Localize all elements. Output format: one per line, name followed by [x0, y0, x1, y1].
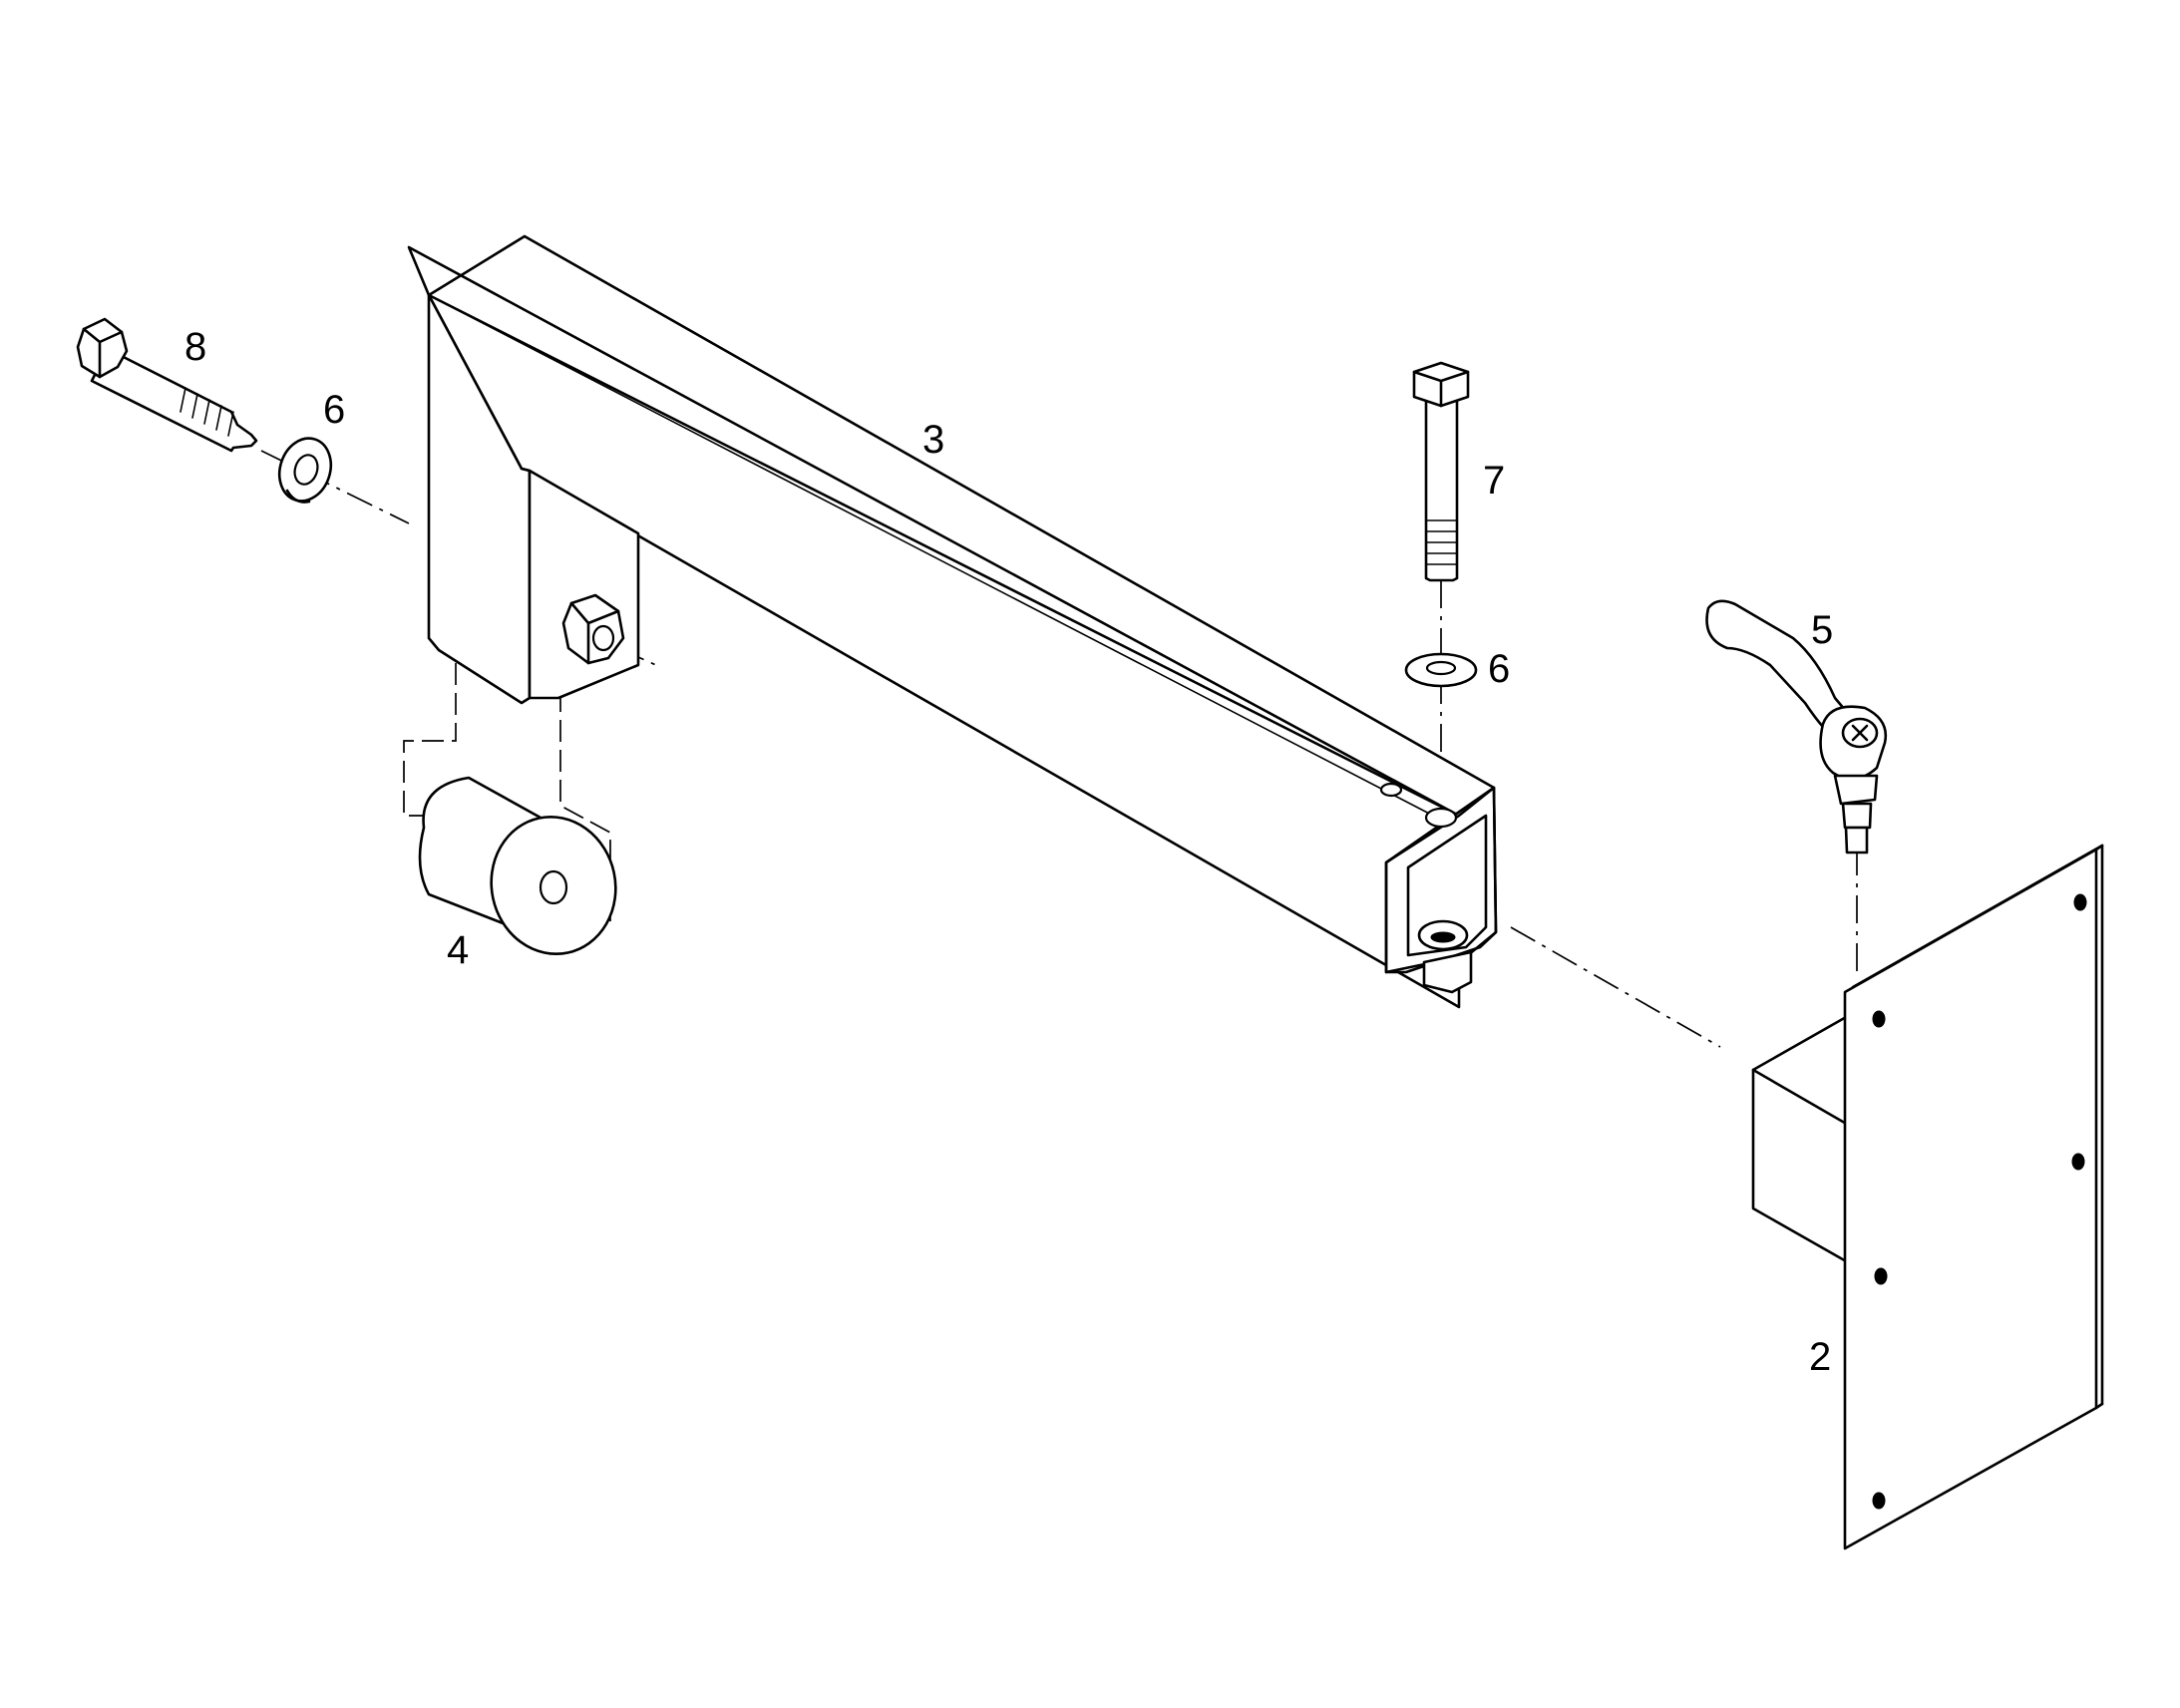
- callout-6-left: 6: [323, 388, 345, 432]
- arm-hole-bolt: [1424, 807, 1458, 829]
- washer-right: [1404, 652, 1478, 688]
- callout-3: 3: [922, 418, 944, 462]
- washer-left: [277, 437, 333, 504]
- callout-6-right: 6: [1488, 647, 1510, 691]
- callout-4: 4: [447, 928, 469, 972]
- rubber-bumper: [418, 776, 617, 956]
- callout-7: 7: [1483, 459, 1505, 503]
- callout-8: 8: [184, 325, 206, 369]
- mounting-plate: [1751, 844, 2104, 1550]
- arm: [407, 234, 1498, 1009]
- axis-arm-plate: [1510, 926, 1721, 1048]
- callout-2: 2: [1809, 1335, 1831, 1379]
- hex-nut: [561, 593, 625, 665]
- callout-5: 5: [1811, 608, 1833, 652]
- callout-labels: 2 3 4 5 6 6 7 8: [184, 325, 1833, 1379]
- clamping-lever: [1705, 599, 1888, 854]
- arm-hole-small: [1379, 782, 1403, 798]
- hex-bolt-vertical: [1412, 361, 1470, 582]
- bumper-guide-left: [403, 663, 457, 817]
- hex-bolt-horizontal: [76, 317, 258, 453]
